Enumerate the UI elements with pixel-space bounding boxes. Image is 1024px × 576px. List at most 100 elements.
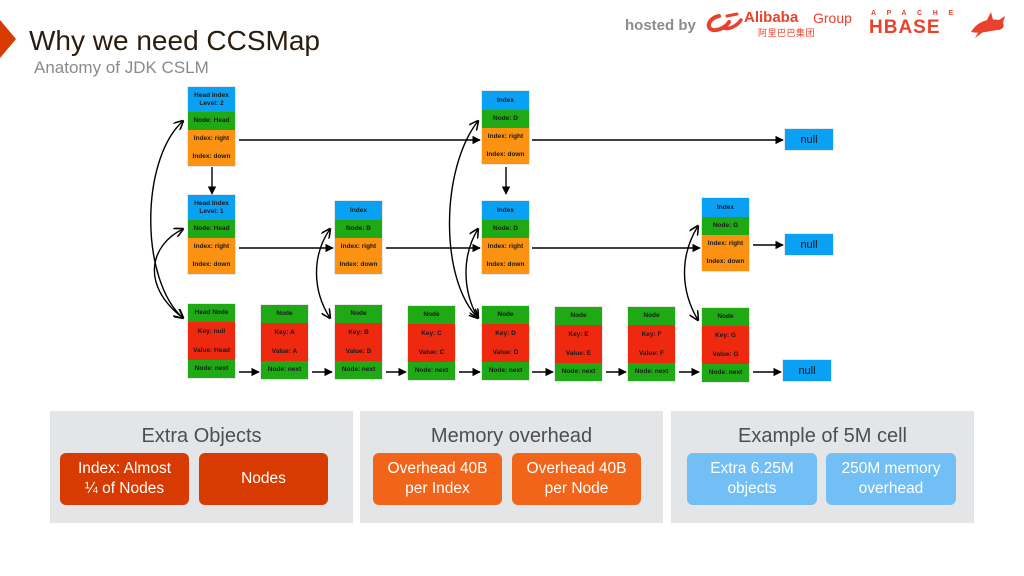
arrow-head-l2-to-node <box>150 121 183 318</box>
panel-memory-overhead: Memory overhead Overhead 40B per Index O… <box>360 411 663 523</box>
alibaba-chinese-label: 阿里巴巴集团 <box>758 28 816 38</box>
pill-overhead-node: Overhead 40B per Node <box>512 453 641 505</box>
pill-extra-objects: Extra 6.25M objects <box>687 453 817 505</box>
panel-title: Extra Objects <box>141 425 262 447</box>
box-right: Index: right <box>188 238 235 256</box>
pill-memory-overhead: 250M memory overhead <box>826 453 956 505</box>
pill-nodes: Nodes <box>199 453 328 505</box>
node-next: Node: next <box>335 361 382 379</box>
slide-title: Why we need CCSMap <box>29 25 321 56</box>
node-key: Key: E <box>555 325 602 344</box>
box-right: Index: right <box>482 128 529 146</box>
panel-title: Memory overhead <box>430 425 593 447</box>
panel-5m-cell-example: Example of 5M cell Extra 6.25M objects 2… <box>671 411 974 523</box>
node-d: Node Key: D Value: D Node: next <box>482 306 529 380</box>
arrow-d-l2-to-node <box>448 121 479 318</box>
box-node-ref: Node: Head <box>188 220 235 238</box>
node-f: Node Key: F Value: F Node: next <box>628 307 675 381</box>
box-down: Index: down <box>188 256 235 274</box>
node-key: Key: A <box>261 323 308 342</box>
box-right: Index: right <box>482 238 529 256</box>
node-next: Node: next <box>555 363 602 381</box>
box-node-ref: Node: D <box>482 110 529 128</box>
node-a: Node Key: A Value: A Node: next <box>261 305 308 379</box>
box-header: Index <box>482 91 529 110</box>
node-key: Key: C <box>408 324 455 343</box>
node-next: Node: next <box>408 362 455 380</box>
panel-title: Example of 5M cell <box>738 425 907 447</box>
arrow-head-l1-to-node <box>153 229 183 318</box>
node-next: Node: next <box>628 363 675 381</box>
box-node-ref: Node: Head <box>188 112 235 130</box>
box-header: Index <box>335 201 382 220</box>
box-down: Index: down <box>188 148 235 166</box>
node-value: Value: G <box>702 345 749 364</box>
node-header: Node <box>702 308 749 326</box>
pill-overhead-index: Overhead 40B per Index <box>373 453 502 505</box>
box-down: Index: down <box>335 256 382 274</box>
apache-label: APACHE <box>871 10 964 17</box>
hbase-orca-icon <box>971 12 1005 38</box>
node-head: Head Node Key: null Value: Head Node: ne… <box>188 304 235 378</box>
node-header: Head Node <box>188 304 235 322</box>
node-value: Value: B <box>335 342 382 361</box>
node-header: Node <box>555 307 602 325</box>
node-key: Key: B <box>335 323 382 342</box>
index-b-level-1: Index Node: B Index: right Index: down <box>335 201 382 274</box>
node-value: Value: C <box>408 343 455 362</box>
node-header: Node <box>408 306 455 324</box>
head-index-level-2: Head Index Level: 2 Node: Head Index: ri… <box>188 87 235 166</box>
index-g-level-1: Index Node: G Index: right Index: down <box>702 198 749 271</box>
node-header: Node <box>261 305 308 323</box>
node-key: Key: null <box>188 322 235 341</box>
node-value: Value: D <box>482 343 529 362</box>
arrow-d-l1-to-node <box>465 229 478 318</box>
node-key: Key: F <box>628 325 675 344</box>
arrow-b-to-node <box>315 229 331 318</box>
null-level-1: null <box>785 234 833 255</box>
node-g: Node Key: G Value: G Node: next <box>702 308 749 382</box>
hosted-by-label: hosted by <box>625 17 696 34</box>
node-b: Node Key: B Value: B Node: next <box>335 305 382 379</box>
node-next: Node: next <box>702 364 749 382</box>
box-node-ref: Node: B <box>335 220 382 238</box>
index-d-level-2: Index Node: D Index: right Index: down <box>482 91 529 164</box>
hbase-wordmark: HBASE <box>869 17 941 38</box>
node-key: Key: D <box>482 324 529 343</box>
box-header: Head Index Level: 1 <box>188 195 235 220</box>
alibaba-wordmark: Alibaba <box>744 9 799 26</box>
accent-chevron <box>0 20 16 58</box>
alibaba-logo-icon <box>706 12 743 33</box>
null-level-2: null <box>785 129 833 150</box>
node-value: Value: Head <box>188 341 235 360</box>
index-d-level-1: Index Node: D Index: right Index: down <box>482 201 529 274</box>
panel-extra-objects: Extra Objects Index: Almost ¼ of Nodes N… <box>50 411 353 523</box>
box-node-ref: Node: D <box>482 220 529 238</box>
box-right: Index: right <box>702 235 749 253</box>
node-header: Node <box>335 305 382 323</box>
node-next: Node: next <box>188 360 235 378</box>
slide-subtitle: Anatomy of JDK CSLM <box>34 58 209 77</box>
node-value: Value: F <box>628 344 675 363</box>
box-node-ref: Node: G <box>702 217 749 235</box>
box-down: Index: down <box>482 256 529 274</box>
box-header: Index <box>702 198 749 217</box>
node-c: Node Key: C Value: C Node: next <box>408 306 455 380</box>
box-right: Index: right <box>335 238 382 256</box>
box-header: Head Index Level: 2 <box>188 87 235 112</box>
node-next: Node: next <box>261 361 308 379</box>
node-next: Node: next <box>482 362 529 380</box>
box-down: Index: down <box>482 146 529 164</box>
pill-index-fraction: Index: Almost ¼ of Nodes <box>60 453 189 505</box>
box-header: Index <box>482 201 529 220</box>
node-key: Key: G <box>702 326 749 345</box>
box-down: Index: down <box>702 253 749 271</box>
alibaba-group-label: Group <box>813 10 852 26</box>
null-node-level: null <box>783 360 831 381</box>
node-value: Value: E <box>555 344 602 363</box>
node-header: Node <box>482 306 529 324</box>
node-value: Value: A <box>261 342 308 361</box>
head-index-level-1: Head Index Level: 1 Node: Head Index: ri… <box>188 195 235 274</box>
box-right: Index: right <box>188 130 235 148</box>
node-header: Node <box>628 307 675 325</box>
